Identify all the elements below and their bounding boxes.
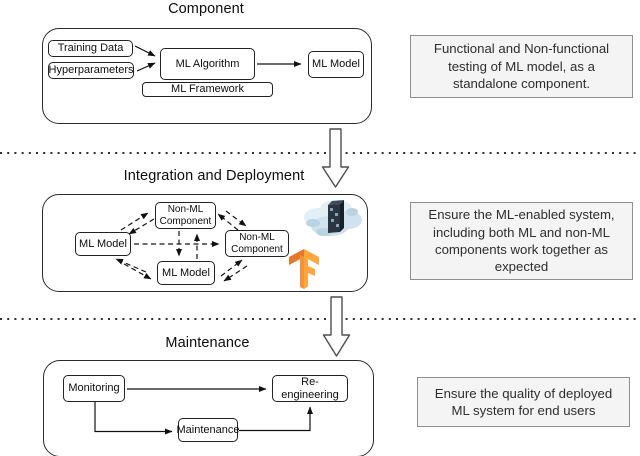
note-component: Functional and Non-functional testing of… [410,35,633,98]
tensorflow-logo [288,248,320,292]
big-down-arrow-2 [322,296,351,357]
node-ml-model-bottom: ML Model [157,261,215,285]
component-arrows [134,45,302,72]
node-hyperparameters: Hyperparameters [48,62,134,79]
note-integration: Ensure the ML-enabled system, including … [410,202,633,280]
maintenance-container [43,360,374,456]
node-non-ml-component-right: Non-ML Component [225,230,289,257]
integration-container [42,194,368,292]
node-monitoring: Monitoring [63,375,125,402]
integration-dashed-arrows [115,210,248,282]
big-down-arrow-1 [321,128,350,188]
node-ml-framework: ML Framework [142,82,273,97]
cloud-server-icon [300,196,364,244]
component-container [42,28,372,124]
section-title-maintenance: Maintenance [165,335,250,351]
node-reengineering: Re-engineering [272,375,348,402]
node-maintenance: Maintenance [177,418,240,442]
node-ml-model-left: ML Model [75,232,131,256]
node-ml-model: ML Model [308,51,364,78]
node-ml-algorithm: ML Algorithm [160,48,255,80]
note-maintenance: Ensure the quality of deployed ML system… [417,377,630,427]
node-training-data: Training Data [48,40,133,57]
section-title-component: Component [168,1,244,17]
maintenance-arrows [94,386,313,435]
section-title-integration: Integration and Deployment [123,168,305,184]
node-non-ml-component-top: Non-ML Component [155,202,216,229]
